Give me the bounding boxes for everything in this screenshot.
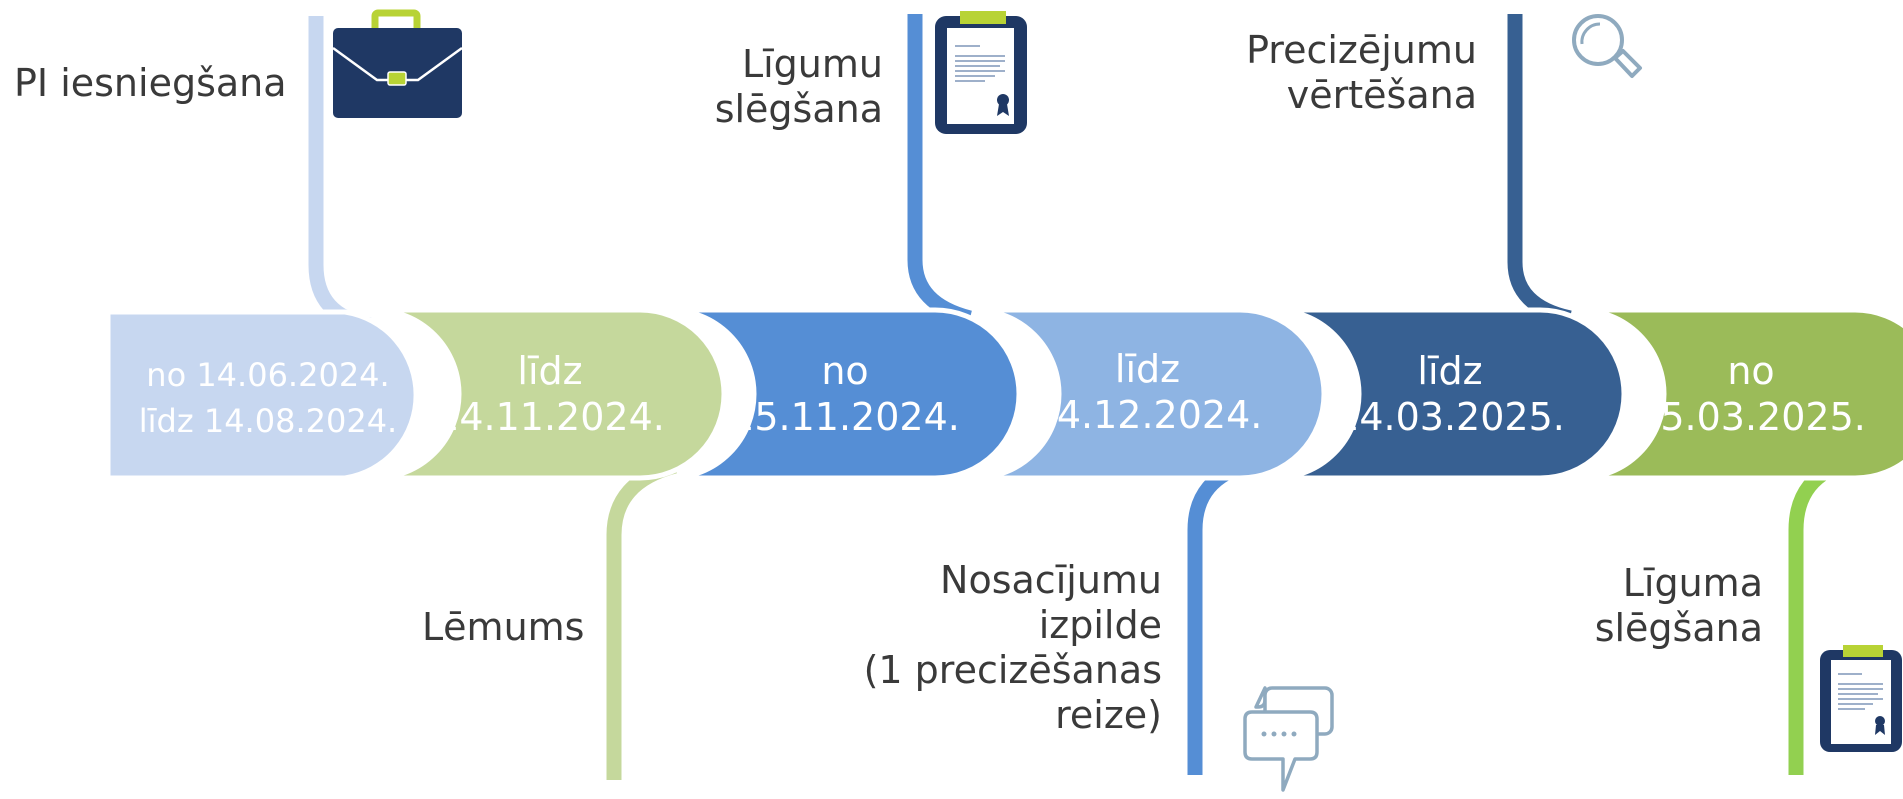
connector-line-lemums <box>606 458 678 780</box>
milestone-label-precizejumu-vertesana: Precizējumu vērtēšana <box>1246 28 1477 117</box>
contract-clipboard-icon <box>1820 645 1902 752</box>
segment-label-1: no 14.06.2024. līdz 14.08.2024. <box>138 356 398 440</box>
timeline-segment-5 <box>1274 307 1627 481</box>
chat-bubbles-icon <box>1243 686 1334 792</box>
segment-label-4: līdz 14.12.2024. <box>1032 347 1263 437</box>
segment-label-6: no 15.03.2025. <box>1636 349 1866 439</box>
timeline-segment-3 <box>669 307 1022 481</box>
magnifier-icon <box>1572 14 1642 78</box>
timeline-segment-4 <box>974 307 1327 481</box>
connector-line-precizejumu-vertesana <box>1507 14 1572 326</box>
milestone-label-ligumu-slegsana: Līgumu slēgšana <box>714 42 883 131</box>
timeline-segment-6 <box>1579 307 1903 481</box>
milestone-label-pi-iesniegsana: PI iesniegšana <box>14 61 287 105</box>
segment-label-2: līdz 14.11.2024. <box>435 349 665 439</box>
briefcase-icon <box>332 9 463 118</box>
milestone-label-lemums: Lēmums <box>422 605 585 649</box>
connector-line-nosacijumu-izpilde <box>1187 456 1253 775</box>
milestone-label-liguma-slegsana: Līguma slēgšana <box>1594 561 1763 650</box>
segment-label-3: no 15.11.2024. <box>730 349 960 439</box>
segment-label-5: līdz 14.03.2025. <box>1335 349 1565 439</box>
milestone-label-nosacijumu-izpilde: Nosacījumu izpilde (1 precizēšanas reize… <box>863 558 1162 737</box>
timeline-segment-2 <box>374 307 727 481</box>
timeline-segment-1 <box>105 309 419 481</box>
contract-clipboard-icon <box>935 11 1027 134</box>
